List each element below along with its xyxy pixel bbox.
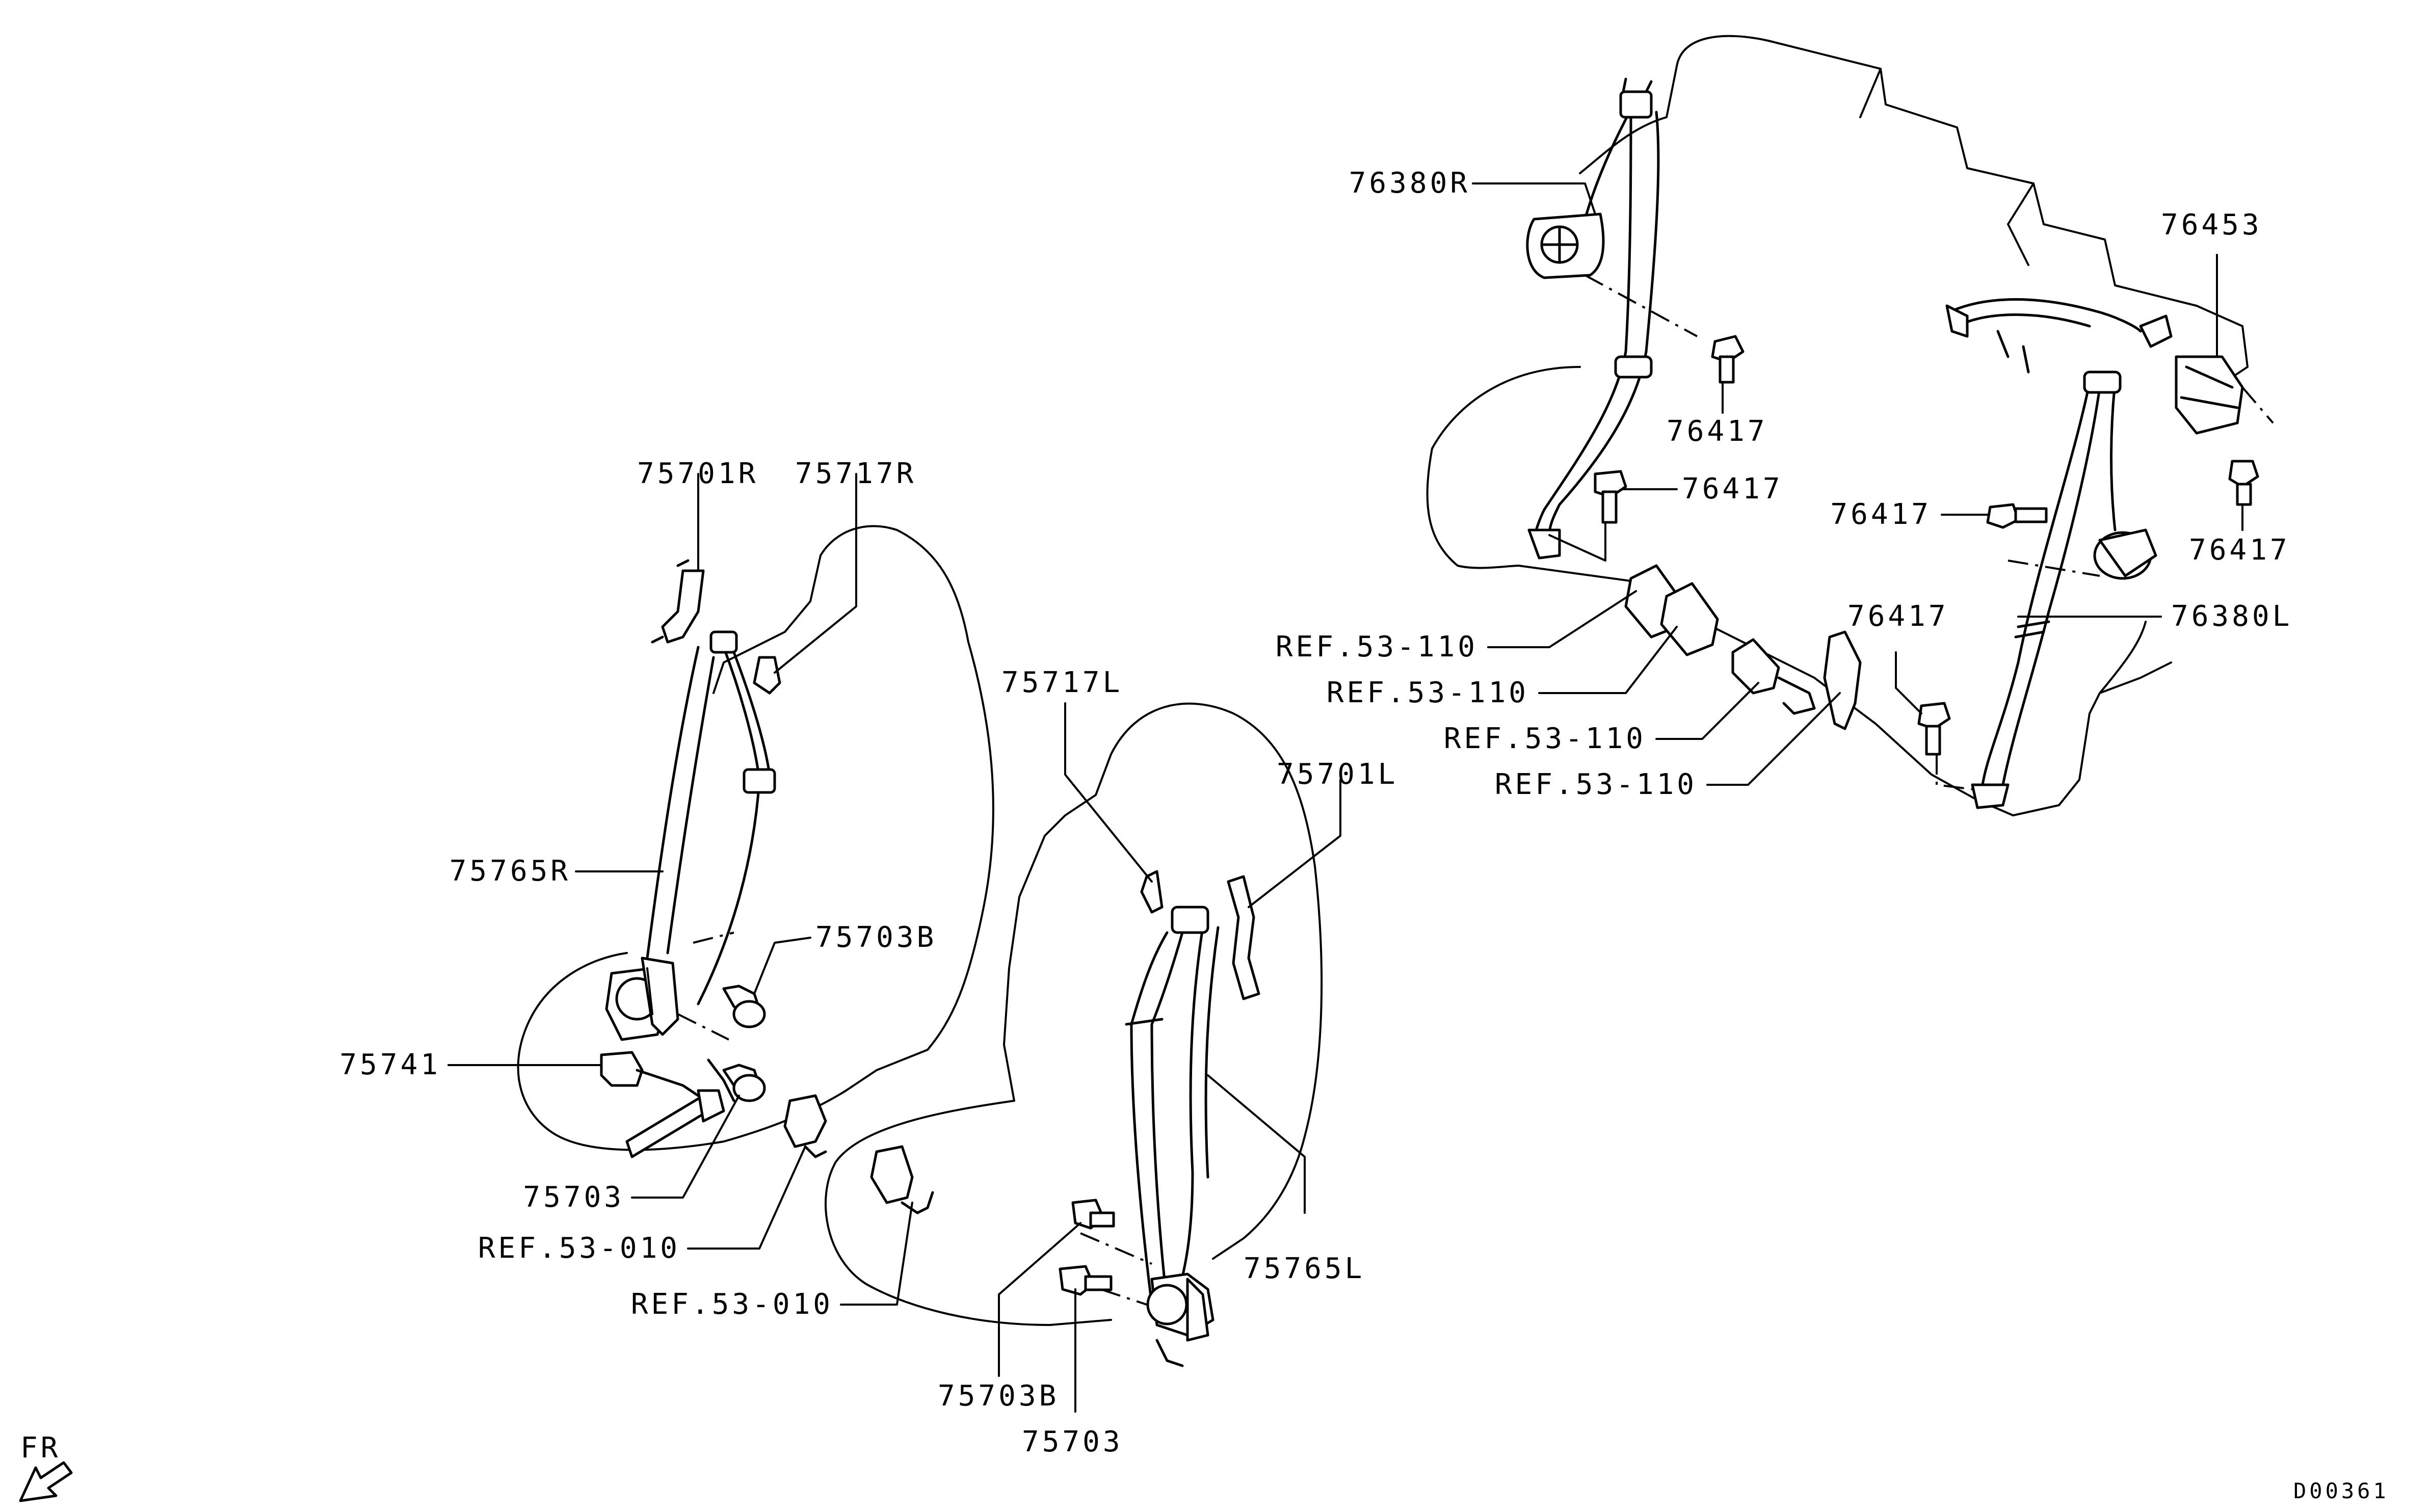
rear-belt-76380R	[1526, 77, 1698, 562]
label-75703B: 75703B	[938, 1380, 1059, 1413]
label-75717R: 75717R	[795, 457, 916, 490]
label-76380R: 76380R	[1349, 167, 1470, 200]
label-75741: 75741	[339, 1048, 441, 1081]
fr-label: FR	[20, 1431, 61, 1465]
label-75703B: 75703B	[815, 921, 937, 954]
label-75765R: 75765R	[450, 855, 571, 888]
bolt-icon	[1917, 702, 1951, 756]
bolt-icon	[1594, 470, 1627, 524]
label-ref-53-110: REF.53-110	[1276, 630, 1478, 664]
front-direction-indicator: FR	[19, 1431, 73, 1502]
rear-bolts-76417	[1594, 335, 2259, 756]
rear-belt-76380L	[1936, 298, 2274, 809]
label-ref-53-010: REF.53-010	[631, 1288, 833, 1321]
label-ref-53-010: REF.53-010	[478, 1232, 680, 1265]
bolt-icon	[1071, 1199, 1115, 1230]
bolt-icon	[722, 985, 766, 1028]
front-right-anchor	[600, 985, 766, 1158]
bolt-icon	[722, 1064, 766, 1102]
label-76380L: 76380L	[2171, 600, 2292, 633]
label-76453: 76453	[2161, 208, 2262, 242]
label-ref-53-110: REF.53-110	[1495, 768, 1697, 801]
bolt-icon	[1986, 503, 2048, 529]
front-left-bolts	[1059, 1199, 1115, 1296]
bolt-icon	[1711, 335, 1745, 384]
bolt-icon	[1059, 1265, 1113, 1296]
label-ref-53-110: REF.53-110	[1444, 722, 1646, 755]
front-right-seat-outline	[517, 525, 994, 1151]
label-75701L: 75701L	[1277, 758, 1398, 791]
rear-buckles	[1624, 564, 1862, 730]
front-right-buckles	[783, 1094, 934, 1214]
label-75703: 75703	[1022, 1425, 1123, 1458]
figure-code: D00361	[2293, 1478, 2389, 1503]
label-75701R: 75701R	[637, 457, 758, 490]
front-right-belt-75765R	[605, 559, 781, 1102]
bolt-icon	[2228, 460, 2259, 506]
label-76417: 76417	[1830, 498, 1932, 531]
label-75717L: 75717L	[1001, 666, 1123, 699]
arrow-down-left-icon	[19, 1461, 73, 1502]
part-labels: 76380R 76453 76417 76417 76417 76417 763…	[339, 167, 2292, 1458]
label-ref-53-110: REF.53-110	[1327, 676, 1529, 709]
leader-lines	[447, 182, 2243, 1413]
label-76417: 76417	[1682, 472, 1783, 506]
front-left-seat-outline	[825, 702, 1323, 1326]
label-76417: 76417	[2189, 534, 2290, 567]
label-75703: 75703	[523, 1181, 624, 1214]
label-75765L: 75765L	[1244, 1252, 1365, 1285]
front-left-belt-75765L	[1080, 870, 1260, 1367]
label-76417: 76417	[1667, 415, 1768, 448]
label-76417: 76417	[1847, 600, 1949, 633]
